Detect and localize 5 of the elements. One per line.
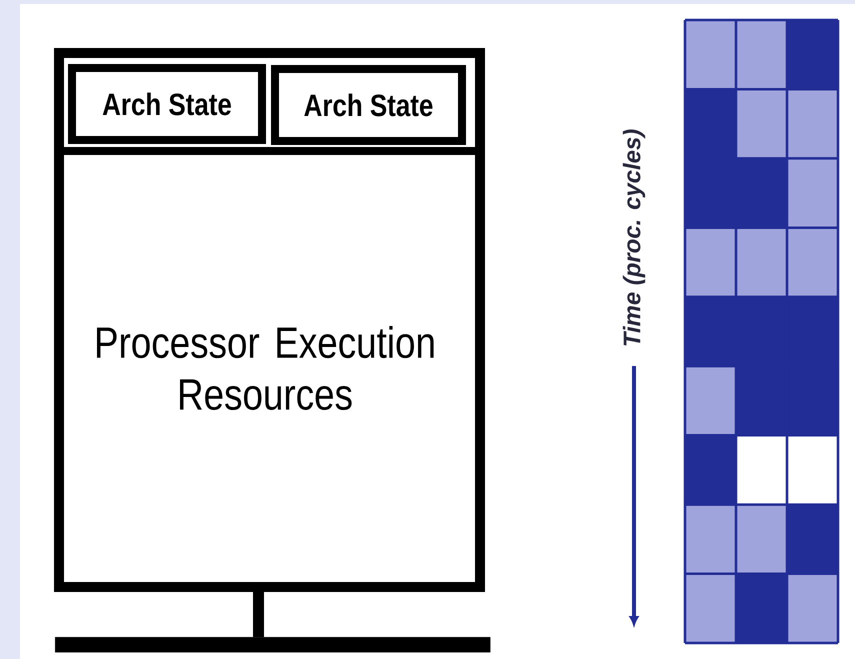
state-box: Arch State (68, 64, 266, 144)
connector-line (253, 592, 264, 637)
axis-label: Time (proc. cycles) (622, 130, 646, 346)
state-box: Arch State (271, 65, 466, 145)
bus-bar (55, 637, 490, 652)
